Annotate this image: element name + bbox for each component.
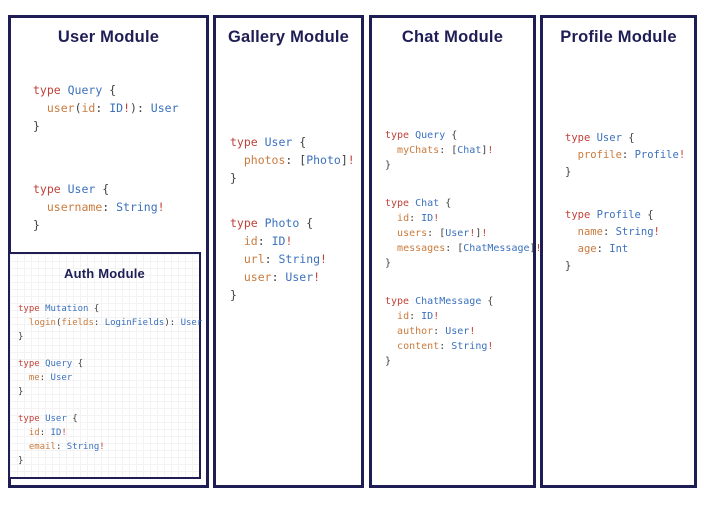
code-line: author: User! [397,326,476,337]
code-line: me: User [28,373,73,383]
chat-module-title: Chat Module [401,28,504,46]
code-line: type Photo { [230,216,314,230]
code-line: type Query { [33,83,117,97]
code-block: type ChatMessage { id: ID! author: User!… [385,294,542,369]
code-line: user(id: ID!): User [46,101,179,115]
chat-module-code: type Query { myChats: [Chat]!}type Chat … [385,128,542,369]
user-module-title: User Module [57,28,160,46]
code-block: type User { username: String!} [33,180,179,234]
code-line: photos: [Photo]! [243,153,355,167]
code-block: type User { profile: Profile!} [565,130,685,181]
code-line: messages: [ChatMessage]! [397,243,542,254]
code-line: type User { [230,135,307,149]
gallery-module-box: Gallery Module type User { photos: [Phot… [213,15,364,488]
code-line: } [230,288,237,302]
code-line: type Chat { [385,198,452,209]
code-line: } [18,332,24,342]
code-line: } [565,166,572,178]
code-block: type Query { me: User} [18,357,202,399]
code-line: } [33,119,40,133]
user-module-box: User Module type Query { user(id: ID!): … [8,15,209,488]
code-line: profile: Profile! [577,149,686,161]
code-line: id: ID! [397,213,440,224]
code-line: } [230,171,237,185]
code-line: name: String! [577,226,660,238]
code-line: myChats: [Chat]! [397,145,494,156]
chat-module-box: Chat Module type Query { myChats: [Chat]… [369,15,542,488]
code-line: username: String! [46,200,165,214]
profile-module-title: Profile Module [560,28,677,46]
code-block: type Photo { id: ID! url: String! user: … [230,214,355,304]
code-line: type ChatMessage { [385,296,494,307]
code-line: } [33,218,40,232]
profile-module-box: Profile Module type User { profile: Prof… [540,15,697,488]
code-line: id: ID! [243,234,293,248]
code-line: login(fields: LoginFields): User [28,318,203,328]
code-line: } [385,356,392,367]
code-line: } [18,456,24,466]
auth-module-code: type Mutation { login(fields: LoginField… [18,302,202,468]
code-line: } [565,260,572,272]
code-line: content: String! [397,341,494,352]
code-block: type Profile { name: String! age: Int} [565,207,685,275]
gallery-module-code: type User { photos: [Photo]!}type Photo … [230,133,355,304]
code-block: type Mutation { login(fields: LoginField… [18,302,202,344]
code-line: id: ID! [28,428,67,438]
code-block: type User { photos: [Photo]!} [230,133,355,187]
code-line: user: User! [243,270,321,284]
profile-module-code: type User { profile: Profile!}type Profi… [565,130,685,275]
code-line: age: Int [577,243,629,255]
code-line: type Mutation { [18,304,100,314]
code-line: users: [User!]! [397,228,488,239]
code-line: } [385,160,392,171]
code-line: email: String! [28,442,105,452]
code-line: type Profile { [565,209,654,221]
code-line: type User { [18,414,78,424]
auth-module-title: Auth Module [64,266,145,281]
code-block: type Query { myChats: [Chat]!} [385,128,542,173]
code-line: url: String! [243,252,327,266]
code-line: type Query { [385,130,458,141]
code-block: type Chat { id: ID! users: [User!]! mess… [385,196,542,271]
gallery-module-title: Gallery Module [227,28,350,46]
code-block: type User { id: ID! email: String!} [18,412,202,468]
code-block: type Query { user(id: ID!): User} [33,81,179,135]
code-line: id: ID! [397,311,440,322]
code-line: type User { [565,132,635,144]
user-module-code: type Query { user(id: ID!): User}type Us… [33,81,179,234]
code-line: } [385,258,392,269]
code-line: type Query { [18,359,84,369]
auth-module-box: Auth Module type Mutation { login(fields… [8,252,202,479]
code-line: type User { [33,182,110,196]
code-line: } [18,387,24,397]
